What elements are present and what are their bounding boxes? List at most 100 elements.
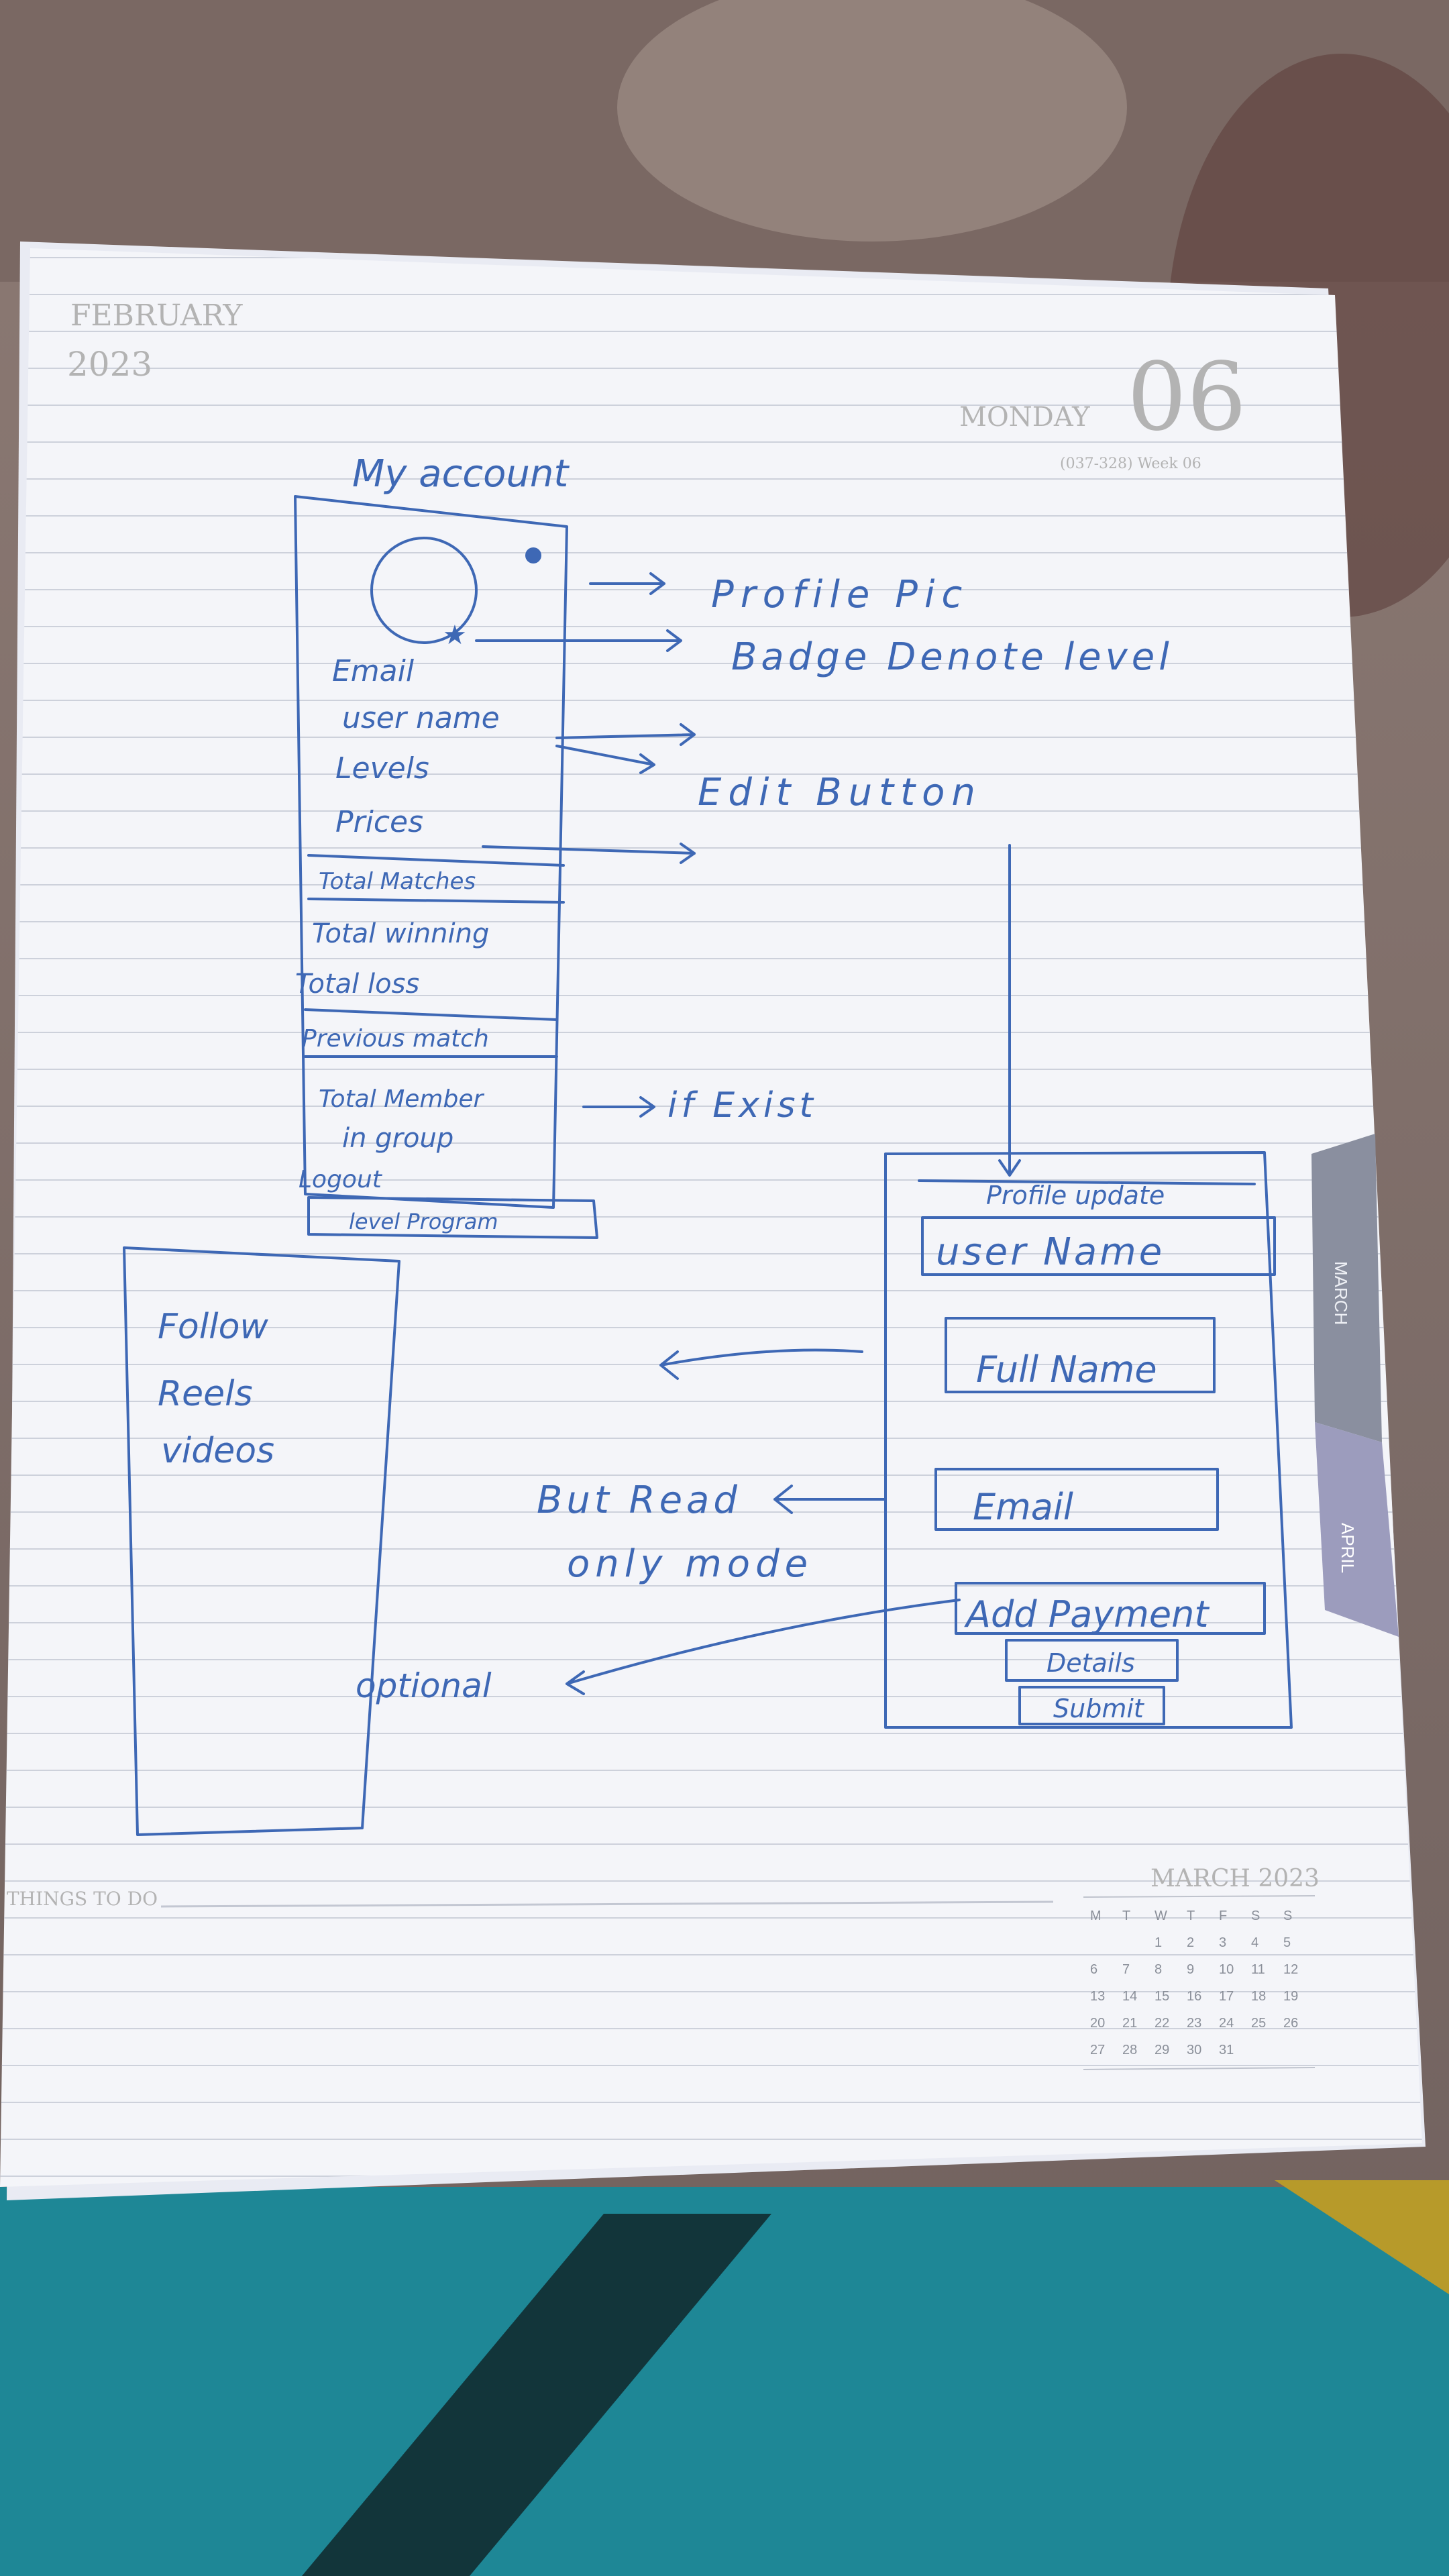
tab-march[interactable]	[1311, 1134, 1382, 1442]
calendar-day: 26	[1283, 2016, 1298, 2031]
arrow-to-follow	[659, 1348, 863, 1380]
note-read-only-1: But Read	[537, 1479, 741, 1522]
note-profile-pic: Profile Pic	[711, 573, 969, 616]
sketch-title: My account	[352, 452, 570, 496]
calendar-day: 4	[1251, 1935, 1258, 1950]
note-read-only-2: only mode	[567, 1542, 813, 1586]
stat-total-loss: Total loss	[295, 969, 419, 1000]
diary-weekday: MONDAY	[959, 402, 1090, 433]
calendar-weekday: S	[1251, 1909, 1260, 1923]
calendar-day: 5	[1283, 1935, 1291, 1950]
submit-button[interactable]	[1018, 1686, 1165, 1725]
account-field-prices: Prices	[335, 805, 423, 839]
calendar-day: 12	[1283, 1962, 1298, 1977]
calendar-day: 3	[1219, 1935, 1226, 1950]
calendar-day: 18	[1251, 1989, 1266, 2004]
add-payment-label: Add Payment	[964, 1593, 1210, 1635]
calendar-day: 22	[1155, 2016, 1169, 2031]
profile-update-title: Profile update	[986, 1181, 1165, 1210]
email-input-label: Email	[973, 1486, 1073, 1528]
arrow-username-1	[555, 723, 696, 746]
calendar-day: 29	[1155, 2043, 1169, 2057]
calendar-day: 14	[1122, 1989, 1137, 2004]
diary-day-info: (037-328) Week 06	[1060, 455, 1201, 472]
ruled-lines	[0, 248, 1422, 2187]
calendar-day: 31	[1219, 2043, 1234, 2057]
arrow-if-exist	[582, 1096, 655, 1118]
diary-year: 2023	[67, 345, 152, 384]
fullname-input-label: Full Name	[976, 1348, 1157, 1391]
arrow-optional	[566, 1599, 961, 1695]
calendar-weekday: F	[1219, 1909, 1227, 1923]
stat-total-matches: Total Matches	[319, 868, 476, 895]
details-label: Details	[1046, 1648, 1135, 1678]
stat-previous-match: Previous match	[302, 1025, 489, 1053]
diary-day: 06	[1127, 343, 1246, 452]
calendar-day: 27	[1090, 2043, 1105, 2057]
arrow-badge	[475, 629, 682, 652]
add-payment-button[interactable]	[955, 1582, 1266, 1635]
cloth-stripe	[302, 2214, 771, 2576]
note-edit-button: Edit Button	[698, 771, 982, 814]
account-phone-frame	[294, 495, 568, 1209]
calendar-day: 20	[1090, 2016, 1105, 2031]
follow-line-1: Follow	[158, 1307, 268, 1347]
calendar-day: 10	[1219, 1962, 1234, 1977]
level-program-box	[307, 1196, 598, 1239]
username-input[interactable]	[921, 1216, 1276, 1276]
username-input-label: user Name	[936, 1230, 1165, 1274]
calendar-day: 6	[1090, 1962, 1097, 1977]
submit-label: Submit	[1053, 1694, 1145, 1723]
stats-divider	[307, 854, 565, 904]
arrow-prices	[482, 843, 696, 864]
group-total-member: Total Member	[319, 1085, 484, 1113]
things-to-do-label: THINGS TO DO	[7, 1888, 158, 1910]
calendar-day: 24	[1219, 2016, 1234, 2031]
calendar-day: 11	[1251, 1962, 1265, 1977]
calendar-day: 23	[1187, 2016, 1201, 2031]
follow-line-3: videos	[161, 1431, 274, 1471]
mini-calendar-title: MARCH 2023	[1150, 1865, 1320, 1892]
details-box[interactable]	[1005, 1639, 1179, 1682]
follow-reels-frame	[123, 1246, 400, 1836]
calendar-day: 21	[1122, 2016, 1137, 2031]
calendar-day: 7	[1122, 1962, 1130, 1977]
tab-april-label: APRIL	[1338, 1523, 1358, 1573]
arrow-read-only	[773, 1485, 887, 1514]
group-in-group: in group	[342, 1123, 453, 1154]
arrow-profile-pic	[589, 572, 665, 595]
diary-month: FEBRUARY	[70, 299, 243, 333]
follow-line-2: Reels	[158, 1374, 253, 1414]
calendar-weekday: M	[1090, 1909, 1102, 1923]
account-field-email: Email	[332, 654, 415, 688]
note-if-exist: if Exist	[667, 1085, 817, 1126]
profile-update-frame	[884, 1151, 1293, 1729]
calendar-day: 9	[1187, 1962, 1194, 1977]
arrow-username-2	[555, 745, 655, 774]
calendar-day: 8	[1155, 1962, 1162, 1977]
calendar-day: 30	[1187, 2043, 1201, 2057]
calendar-day: 2	[1187, 1935, 1194, 1950]
calendar-day: 1	[1155, 1935, 1162, 1950]
cloth-yellow-corner	[1275, 2180, 1449, 2294]
hand-sketch: My account ★ Email user name Levels Pric…	[123, 452, 1293, 1836]
calendar-day: 25	[1251, 2016, 1266, 2031]
fullname-input[interactable]	[945, 1317, 1216, 1393]
logout-label: Logout	[299, 1166, 383, 1193]
calendar-day: 19	[1283, 1989, 1298, 2004]
tab-april[interactable]	[1315, 1422, 1399, 1637]
calendar-weekday: W	[1155, 1909, 1167, 1923]
email-input[interactable]	[934, 1468, 1219, 1531]
background-fold	[617, 0, 1127, 241]
account-field-levels: Levels	[335, 751, 429, 786]
calendar-day: 16	[1187, 1989, 1201, 2004]
profile-pic-circle	[370, 537, 478, 644]
note-optional: optional	[356, 1666, 492, 1705]
calendar-weekday: T	[1122, 1909, 1130, 1923]
tab-march-label: MARCH	[1331, 1261, 1351, 1325]
calendar-day: 17	[1219, 1989, 1234, 2004]
arrow-to-profile-update	[998, 844, 1021, 1177]
calendar-day: 28	[1122, 2043, 1137, 2057]
